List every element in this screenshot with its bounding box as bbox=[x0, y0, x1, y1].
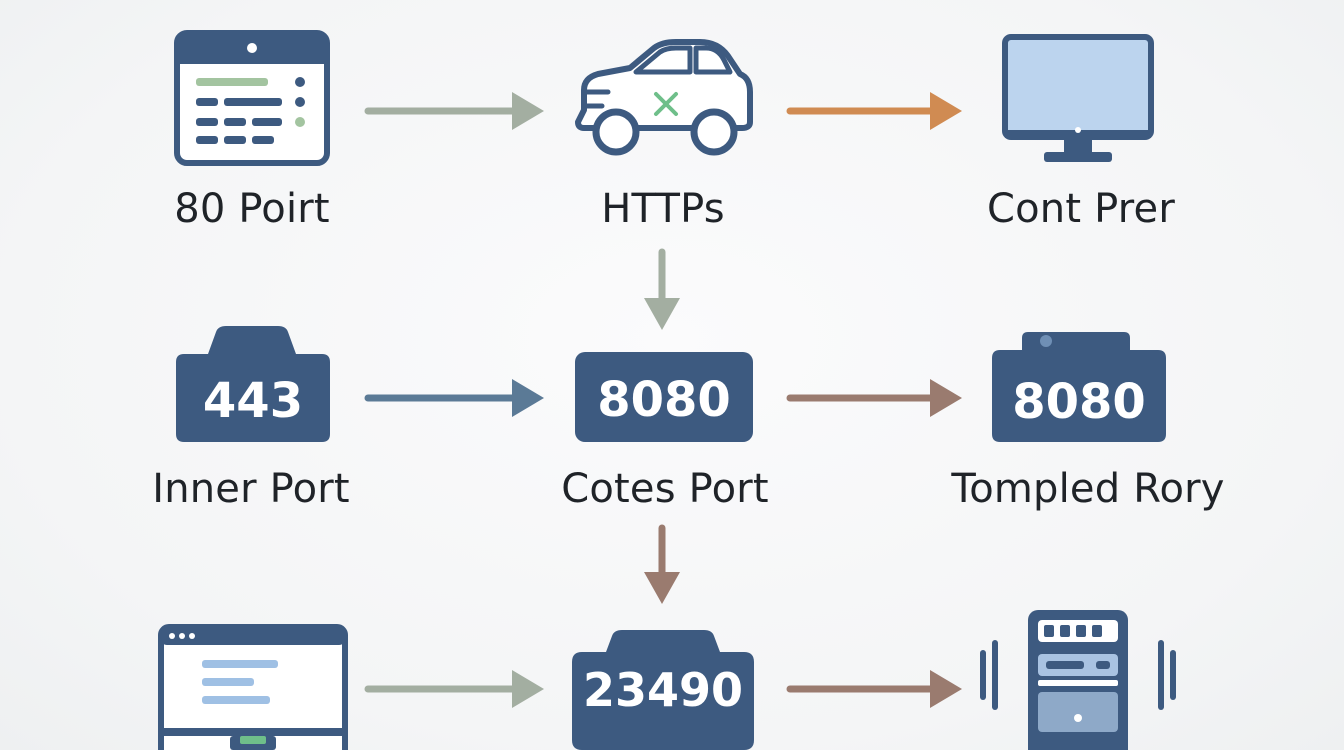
arrow-23490-to-server bbox=[786, 670, 962, 708]
arrow-8080-to-23490 bbox=[644, 524, 680, 604]
node-label-cont: Cont Prer bbox=[987, 186, 1175, 232]
arrow-443-to-8080 bbox=[364, 379, 544, 417]
arrow-https-to-cont bbox=[786, 92, 962, 130]
badge-443-text: 443 bbox=[203, 373, 303, 429]
calendar-form-icon bbox=[174, 30, 330, 166]
node-label-80: 80 Poirt bbox=[174, 186, 330, 232]
camera-badge-icon: 8080 bbox=[992, 332, 1166, 442]
badge-8080-right-text: 8080 bbox=[1012, 374, 1146, 430]
node-label-8080-right: Tompled Rory bbox=[951, 466, 1225, 512]
arrow-https-to-8080 bbox=[644, 248, 680, 330]
server-signal-icon bbox=[980, 610, 1176, 750]
badge-icon: 23490 bbox=[572, 630, 754, 750]
node-label-443: Inner Port bbox=[152, 466, 350, 512]
node-label-8080-center: Cotes Port bbox=[561, 466, 769, 512]
badge-23490-text: 23490 bbox=[583, 663, 743, 717]
monitor-icon bbox=[1002, 34, 1154, 162]
arrow-browser-to-23490 bbox=[364, 670, 544, 708]
badge-8080-center-text: 8080 bbox=[597, 372, 731, 428]
arrow-80-to-https bbox=[364, 92, 544, 130]
badge-icon: 8080 bbox=[575, 352, 753, 442]
arrow-8080-to-8080 bbox=[786, 379, 962, 417]
folder-badge-icon: 443 bbox=[176, 326, 330, 442]
browser-window-icon bbox=[158, 624, 348, 750]
car-icon bbox=[575, 39, 753, 156]
node-label-https: HTTPs bbox=[601, 186, 725, 232]
